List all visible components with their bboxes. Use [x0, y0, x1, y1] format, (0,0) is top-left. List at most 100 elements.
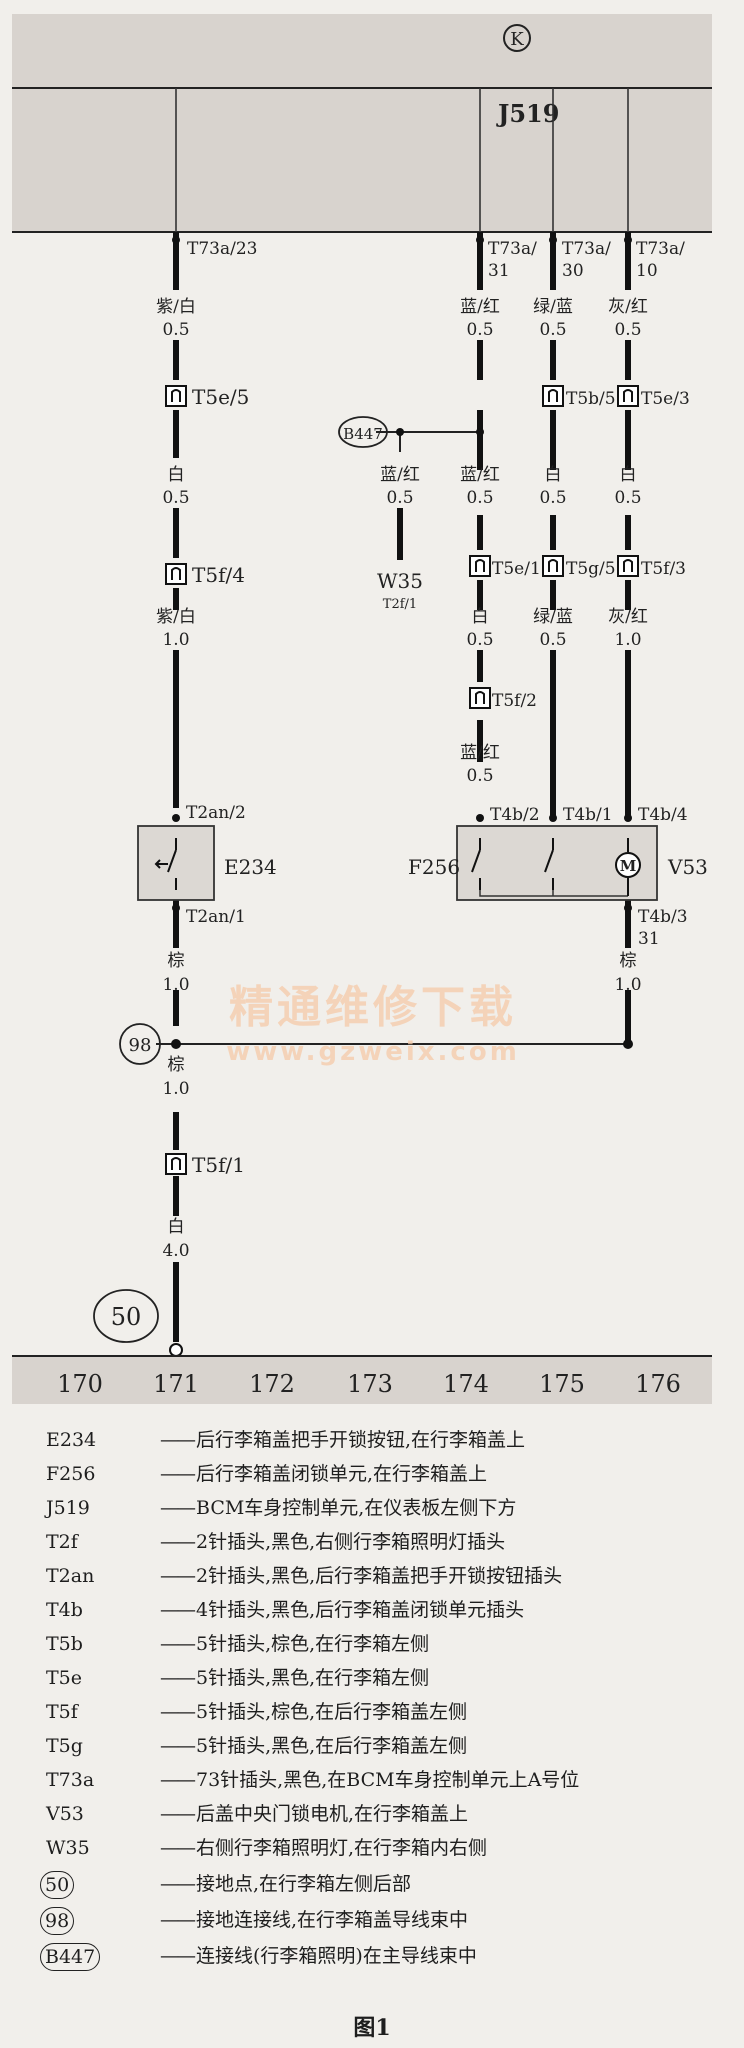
legend-desc: 5针插头,黑色,在行李箱左侧: [160, 1663, 429, 1693]
wire-color: 绿/蓝: [533, 607, 573, 627]
legend-desc: 后行李箱盖闭锁单元,在行李箱盖上: [160, 1459, 487, 1489]
pin-t73a-10-a: T73a/: [636, 239, 685, 259]
wire-size: 0.5: [614, 488, 641, 508]
legend-code: 50: [40, 1871, 75, 1899]
legend-desc: 5针插头,棕色,在行李箱左侧: [160, 1629, 429, 1659]
legend-desc: 2针插头,黑色,后行李箱盖把手开锁按钮插头: [160, 1561, 562, 1591]
wire-size: 0.5: [466, 488, 493, 508]
ground-98: 98: [119, 1023, 633, 1065]
legend-desc: 后行李箱盖把手开锁按钮,在行李箱盖上: [160, 1425, 525, 1455]
wire-size: 0.5: [386, 488, 413, 508]
wire-size: 0.5: [162, 488, 189, 508]
connector-label: T5e/1: [492, 559, 541, 579]
wire-color: 灰/红: [608, 297, 648, 317]
figure-caption: 图1: [353, 2015, 391, 2041]
connector-label: T5b/5: [566, 389, 616, 409]
wire-color: 白: [620, 465, 637, 485]
wire-color: 灰/红: [608, 607, 648, 627]
connector-icon: [617, 555, 639, 577]
legend-desc: 5针插头,棕色,在后行李箱盖左侧: [160, 1697, 467, 1727]
connector-label: T5e/3: [641, 389, 690, 409]
g98-label: 98: [129, 1035, 152, 1056]
b447-oval: [338, 416, 388, 448]
connector-label: T5f/1: [192, 1153, 245, 1177]
top-pins: T73a/23 T73a/ 31 T73a/ 30 T73a/ 10: [172, 236, 685, 281]
watermark-url: www.gzweix.com: [226, 1037, 520, 1067]
b447-junction: B447: [338, 416, 484, 452]
pin-t73a-23: T73a/23: [187, 239, 257, 259]
e234-switch: [137, 814, 215, 912]
t4b4-label: T4b/4: [638, 805, 688, 825]
wire-color: 蓝/红: [460, 465, 500, 485]
legend-desc: 5针插头,黑色,在后行李箱盖左侧: [160, 1731, 467, 1761]
v53-label: V53: [667, 855, 708, 879]
legend-code: T5e: [46, 1667, 83, 1689]
g50-label: 50: [111, 1303, 142, 1331]
connector-icon: [165, 1153, 187, 1175]
legend-desc: 73针插头,黑色,在BCM车身控制单元上A号位: [160, 1765, 579, 1795]
legend-code: F256: [46, 1463, 96, 1485]
t4b3-number: 31: [638, 929, 660, 949]
g98-circle: [119, 1023, 161, 1065]
wire-size: 0.5: [162, 320, 189, 340]
bus-number: 175: [539, 1370, 585, 1398]
wire-size: 0.5: [539, 320, 566, 340]
wire-size: 0.5: [466, 320, 493, 340]
wire-size: 0.5: [466, 766, 493, 786]
legend-code: T5g: [46, 1735, 83, 1757]
wire-size: 0.5: [539, 630, 566, 650]
wire-size: 4.0: [162, 1241, 189, 1261]
b447-label: B447: [343, 425, 383, 443]
wire-color: 白: [545, 465, 562, 485]
legend-desc: 4针插头,黑色,后行李箱盖闭锁单元插头: [160, 1595, 524, 1625]
thick-wires: [173, 232, 631, 1342]
wire-color: 棕: [168, 951, 185, 971]
motor-icon: M: [615, 852, 641, 878]
connector-symbols: [165, 385, 639, 1175]
bus-number: 171: [153, 1370, 199, 1398]
k-mark-icon: K: [503, 24, 531, 52]
wire-color: 白: [168, 465, 185, 485]
legend-code: T5b: [46, 1633, 83, 1655]
pin-t73a-30-b: 30: [562, 261, 584, 281]
w35-label: W35: [377, 569, 423, 593]
wire-color: 棕: [620, 951, 637, 971]
switch-icon: [154, 838, 177, 890]
switch-icon: [471, 838, 481, 890]
wire-size: 1.0: [162, 975, 189, 995]
pin-t73a-31-b: 31: [488, 261, 510, 281]
legend-desc: 接地点,在行李箱左侧后部: [160, 1869, 411, 1899]
legend-desc: 连接线(行李箱照明)在主导线束中: [160, 1941, 477, 1971]
ground-50: 50: [93, 1289, 183, 1357]
switch-icon: [544, 838, 554, 890]
wire-labels: 紫/白 0.5 蓝/红 0.5 绿/蓝 0.5 灰/红 0.5 白 0.5 蓝/…: [156, 297, 648, 1261]
t4b1-label: T4b/1: [563, 805, 613, 825]
f256-label: F256: [408, 855, 460, 879]
connector-icon: [469, 555, 491, 577]
wire-color: 紫/白: [156, 607, 196, 627]
watermark-cn: 精通维修下载: [229, 982, 517, 1033]
e234-label: E234: [224, 855, 277, 879]
legend-desc: 接地连接线,在行李箱盖导线束中: [160, 1905, 468, 1935]
connector-icon: [617, 385, 639, 407]
wire-color: 棕: [168, 1055, 185, 1075]
wire-size: 0.5: [466, 630, 493, 650]
bus-number: 170: [57, 1370, 103, 1398]
wire-size: 0.5: [539, 488, 566, 508]
wire-size: 1.0: [614, 630, 641, 650]
legend-code: T2f: [46, 1531, 78, 1553]
connector-label: T5e/5: [192, 385, 249, 409]
connector-icon: [165, 563, 187, 585]
wire-color: 白: [472, 607, 489, 627]
bottom-bus: 170 171 172 173 174 175 176: [12, 1355, 712, 1404]
pin-t73a-31-a: T73a/: [488, 239, 537, 259]
w35-sub-label: T2f/1: [383, 597, 417, 612]
pin-t73a-30-a: T73a/: [562, 239, 611, 259]
wire-color: 紫/白: [156, 297, 196, 317]
legend-desc: 后盖中央门锁电机,在行李箱盖上: [160, 1799, 468, 1829]
j519-module-box: [12, 14, 712, 232]
connector-icon: [542, 385, 564, 407]
legend-code: T73a: [46, 1769, 95, 1791]
wire-color: 绿/蓝: [533, 297, 573, 317]
legend-desc: 2针插头,黑色,右侧行李箱照明灯插头: [160, 1527, 505, 1557]
